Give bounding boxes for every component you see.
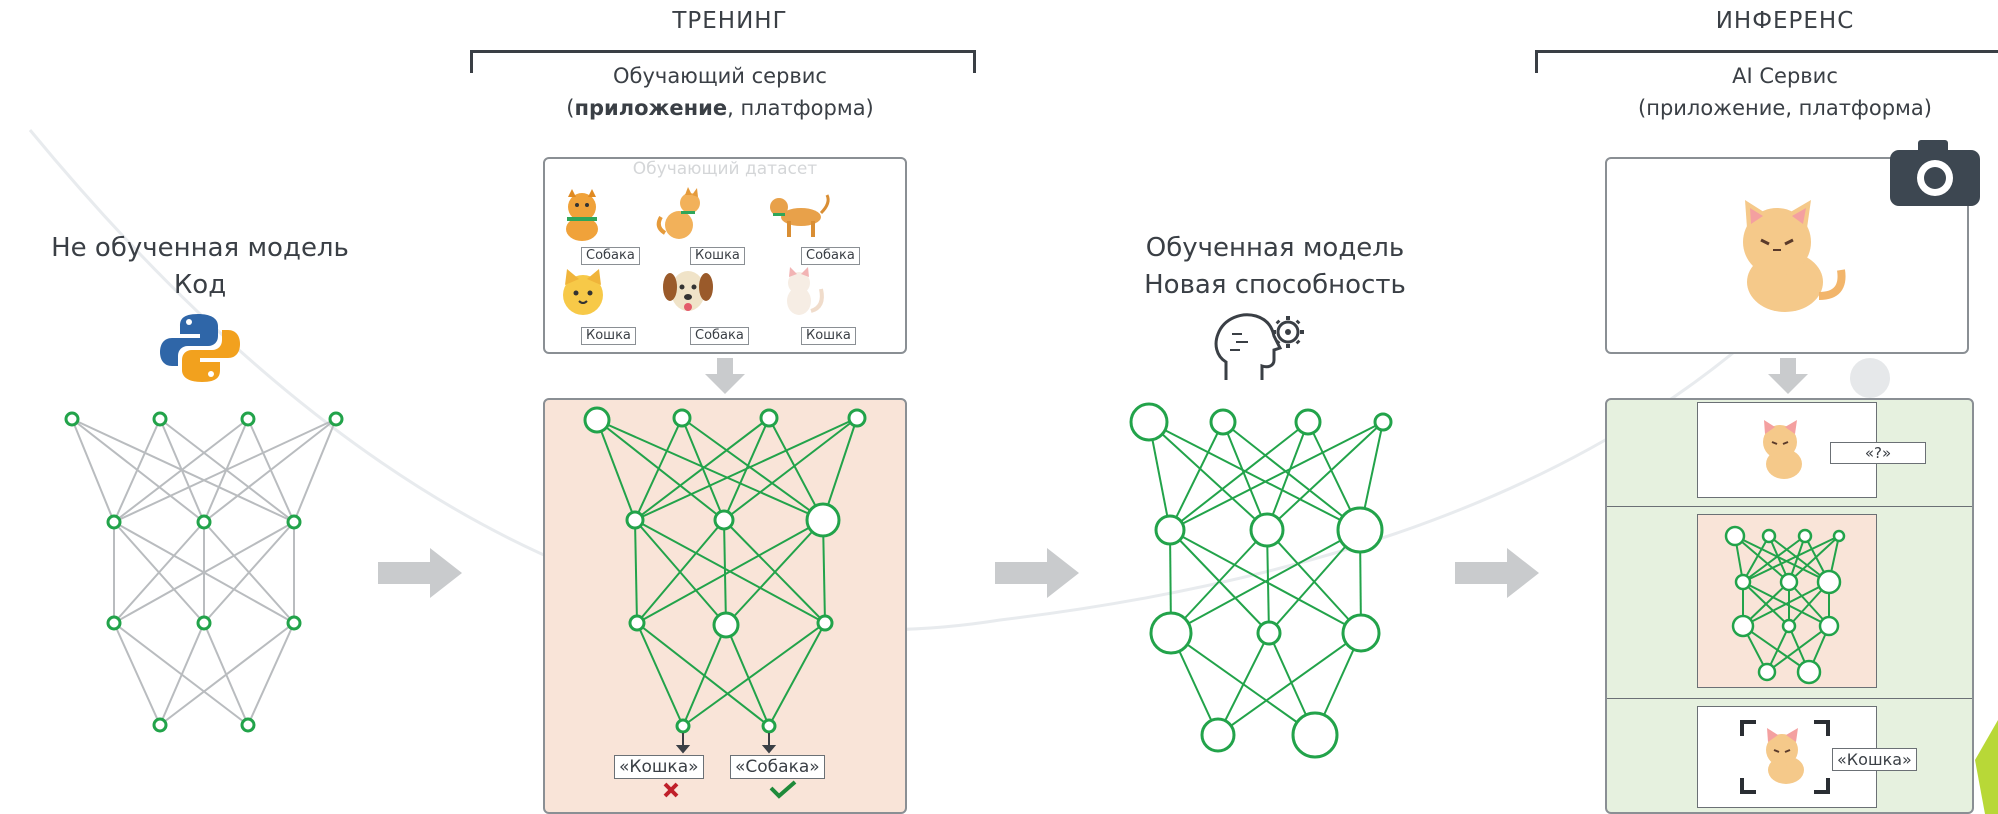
output-label-dog: «Собака»: [730, 755, 825, 779]
arrow-right-1: [378, 548, 462, 598]
training-service-title: Обучающий сервис (приложение, платформа): [520, 60, 920, 124]
cat-small-icon: [1763, 420, 1802, 479]
head-gear-icon: [1214, 313, 1304, 380]
cat-white-icon: [787, 267, 824, 315]
training-service-line2: (приложение, платформа): [566, 96, 874, 120]
training-service-bold: приложение: [574, 96, 728, 120]
inference-header: ИНФЕРЕНС: [1715, 8, 1855, 34]
training-header: ТРЕНИНГ: [672, 8, 788, 34]
arrow-right-2: [995, 548, 1079, 598]
dog-face-icon: [663, 271, 713, 311]
dataset-tag: Кошка: [690, 247, 745, 265]
trained-model-caption: Обученная модель Новая способность: [1095, 230, 1455, 304]
untrained-line2: Код: [173, 270, 227, 300]
query-label: «?»: [1830, 442, 1926, 464]
arrow-down-training: [705, 358, 745, 394]
arrow-down-inference: [1768, 358, 1808, 394]
dog-standing-icon: [770, 194, 830, 237]
cat-sitting-icon: [656, 187, 700, 239]
dataset-tag: Собака: [801, 247, 860, 265]
cat-face-icon: [563, 269, 603, 315]
trained-line2: Новая способность: [1144, 270, 1406, 300]
dataset-tag: Собака: [690, 327, 749, 345]
check-icon: [769, 780, 797, 799]
inference-mini-network: [1724, 525, 1846, 685]
untrained-line1: Не обученная модель: [51, 233, 349, 263]
result-label: «Кошка»: [1832, 748, 1917, 771]
dataset-tag: Кошка: [801, 327, 856, 345]
inference-service-title: AI Сервис (приложение, платформа): [1605, 60, 1965, 124]
inference-bracket: [1535, 50, 1998, 73]
dataset-tag: Собака: [581, 247, 640, 265]
camera-icon: [1890, 140, 1980, 206]
cross-icon: [663, 782, 679, 798]
detection-frame-icon: [1740, 720, 1830, 794]
inference-service-line1: AI Сервис: [1732, 64, 1838, 88]
inference-step-network: [1697, 514, 1877, 688]
training-network: [583, 406, 867, 799]
trained-network: [1129, 402, 1393, 759]
pipeline-divider: [1607, 698, 1972, 699]
training-bracket: [470, 50, 976, 73]
untrained-network: [64, 411, 344, 733]
training-service-line1: Обучающий сервис: [613, 64, 827, 88]
pipeline-divider: [1607, 506, 1972, 507]
inference-service-line2: (приложение, платформа): [1638, 96, 1932, 120]
output-label-cat: «Кошка»: [614, 755, 704, 779]
training-dataset-panel: Обучающий датасет Собака Кошка Собака Ко…: [543, 157, 907, 354]
untrained-model-caption: Не обученная модель Код: [20, 230, 380, 304]
python-logo-icon: [160, 314, 240, 382]
trained-line1: Обученная модель: [1145, 233, 1405, 263]
dataset-title: Обучающий датасет: [632, 159, 818, 179]
dataset-tag: Кошка: [581, 327, 636, 345]
arrow-right-3: [1455, 548, 1539, 598]
dog-sitting-icon: [566, 189, 598, 241]
training-service-rest: , платформа): [727, 96, 874, 120]
cat-input-icon: [1743, 200, 1846, 312]
